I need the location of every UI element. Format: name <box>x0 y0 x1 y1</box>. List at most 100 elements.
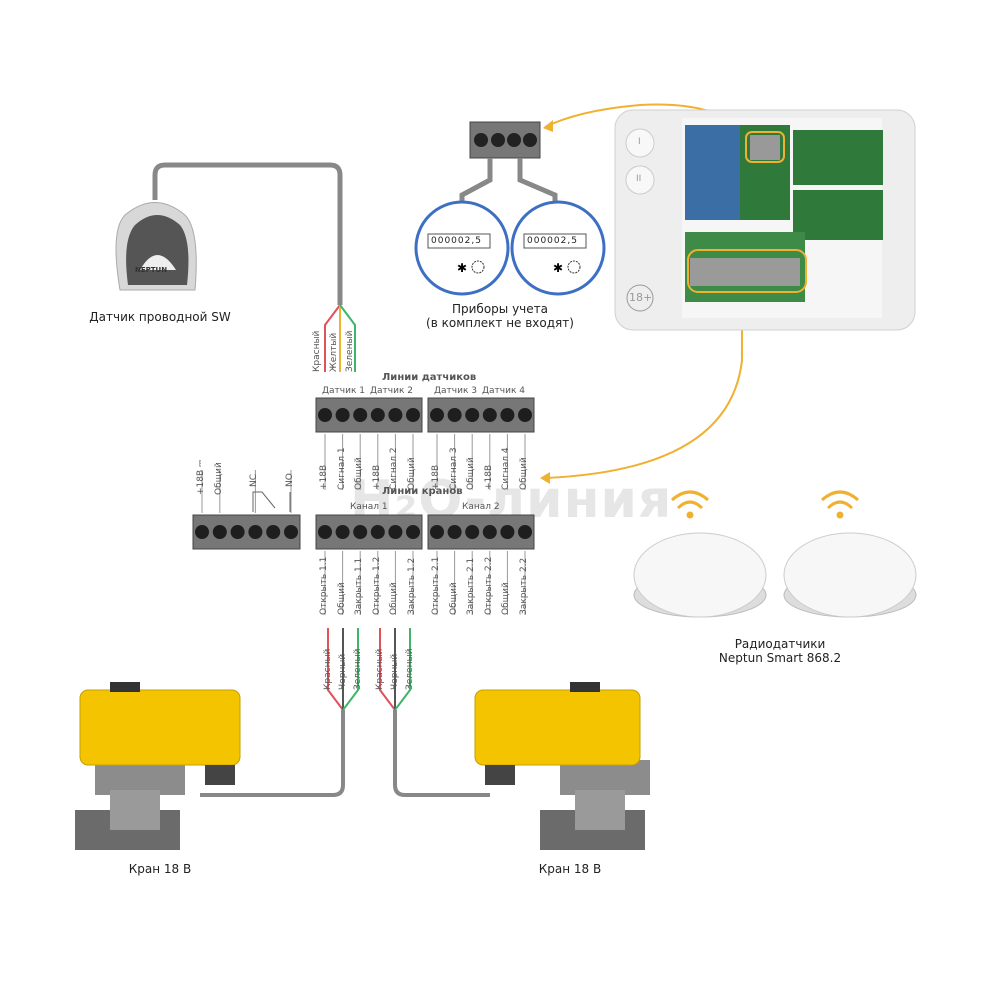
valve-2 <box>474 682 650 850</box>
meter-reading: 000002,5 <box>431 236 482 246</box>
terminal-screw <box>518 525 532 539</box>
meters-label-line2: (в комплект не входят) <box>426 316 574 330</box>
terminal-screw <box>482 408 497 422</box>
wifi-icon <box>821 490 859 519</box>
valve-wire-label: Зеленый <box>353 648 363 690</box>
sensor-group-label: Датчик 1 <box>322 386 365 396</box>
valve-terminal-label: Закрыть 1.1 <box>354 557 365 615</box>
valve-wire-label: Красный <box>375 648 385 690</box>
terminal-screw <box>284 525 298 539</box>
valve-terminal-label: Общий <box>336 582 347 615</box>
terminal-screw <box>465 525 480 539</box>
valve-2-label: Кран 18 В <box>538 862 602 876</box>
terminal-block <box>427 514 535 550</box>
valve-group-label: Канал 2 <box>462 502 500 512</box>
wire-label: Красный <box>312 330 322 372</box>
valve-terminal-label: Общий <box>389 582 400 615</box>
terminal-block <box>315 514 423 550</box>
valve-group-label: Канал 1 <box>350 502 388 512</box>
sensor-terminal-label: +18В <box>371 464 382 490</box>
sensor-group-label: Датчик 4 <box>482 386 525 396</box>
wire-label: Зеленый <box>345 330 355 372</box>
terminal-screw <box>318 408 332 422</box>
wired-sensor-device <box>115 202 197 291</box>
valve-terminal-label: Открыть 2.1 <box>431 556 441 615</box>
sensor-cable <box>152 162 343 305</box>
valve-cable-2 <box>393 710 490 797</box>
terminal-screw <box>195 525 209 539</box>
terminal-screw <box>388 525 403 539</box>
radio-sensors-label-line2: Neptun Smart 868.2 <box>718 651 842 665</box>
sensor-terminal-label: Общий <box>466 457 477 490</box>
valve-terminal-label: Общий <box>448 582 459 615</box>
terminal-screw <box>465 408 480 422</box>
relay-terminal-label: +18В ⎓ <box>196 459 206 495</box>
sensor-terminal-label: Общий <box>519 457 529 490</box>
controller-button-2[interactable]: II <box>636 174 642 184</box>
terminal-screw <box>447 525 462 539</box>
terminal-screw <box>335 408 350 422</box>
valve-terminal-label: Открыть 1.2 <box>371 556 382 615</box>
valve-1 <box>75 682 241 850</box>
svg-text:✱: ✱ <box>457 261 467 275</box>
terminal-screw <box>430 408 444 422</box>
svg-text:✱: ✱ <box>553 261 563 275</box>
sensor-terminal-label: +18В <box>319 464 329 490</box>
terminal-block <box>315 397 423 433</box>
sensor-group-label: Датчик 3 <box>434 386 477 396</box>
terminal-screw <box>388 408 403 422</box>
wire-label: Желтый <box>329 332 339 372</box>
valve-lines-title: Линии кранов <box>382 486 463 497</box>
terminal-screw <box>406 408 420 422</box>
sensor-terminal-label: Сигнал 1 <box>336 447 347 490</box>
terminal-screw <box>482 525 497 539</box>
valve-terminal-label: Закрыть 1.2 <box>407 557 417 615</box>
relay-terminal-label: Общий <box>213 462 224 495</box>
valve-1-label: Кран 18 В <box>128 862 192 876</box>
terminal-screw <box>500 525 515 539</box>
age-badge: 18+ <box>629 291 653 304</box>
sensor-terminal-label: +18В <box>483 464 494 490</box>
radio-sensors-label: Радиодатчики Neptun Smart 868.2 <box>690 637 870 665</box>
relay-terminal-label: NC <box>249 473 260 487</box>
valve-wire-label: Черный <box>390 653 400 690</box>
sensor-sw-label: Датчик проводной SW <box>89 310 231 324</box>
terminal-screw <box>370 408 385 422</box>
meters-label-line1: Приборы учета <box>451 302 548 316</box>
terminal-screw <box>518 408 532 422</box>
sensor-terminal-label: Общий <box>407 457 417 490</box>
terminal-screw <box>370 525 385 539</box>
valve-wire-label: Зеленый <box>405 648 415 690</box>
terminal-screw <box>335 525 350 539</box>
terminal-screw <box>406 525 420 539</box>
valve-terminal-label: Закрыть 2.2 <box>519 557 529 615</box>
sensor-terminal-label: Сигнал 3 <box>448 447 459 490</box>
sensor-terminal-label: Сигнал 2 <box>389 447 400 490</box>
sensor-group-label: Датчик 2 <box>370 386 413 396</box>
meters-label: Приборы учета (в комплект не входят) <box>400 302 600 330</box>
terminal-screw <box>353 525 368 539</box>
valve-terminal-blocks <box>315 514 535 615</box>
relay-terminal-label: NO <box>285 473 295 487</box>
radio-sensors-label-line1: Радиодатчики <box>734 637 826 651</box>
valve-cable-1 <box>200 710 345 797</box>
terminal-screw <box>353 408 368 422</box>
wire-red <box>324 304 341 372</box>
sensor-brand: NEPTUN <box>135 266 168 274</box>
controller-device <box>614 109 916 331</box>
terminal-screw <box>500 408 515 422</box>
valve-terminal-label: Закрыть 2.1 <box>466 557 477 615</box>
valve-terminal-label: Открыть 2.2 <box>483 556 494 615</box>
terminal-screw <box>447 408 462 422</box>
controller-button-1[interactable]: I <box>638 137 641 147</box>
sensor-terminal-label: Сигнал 4 <box>501 447 512 490</box>
relay-terminal-block <box>192 470 301 550</box>
terminal-screw <box>230 525 245 539</box>
radio-sensor-1 <box>633 532 767 618</box>
arrow-to-terminals <box>544 295 743 479</box>
meter-terminal-block <box>469 121 541 159</box>
valve-terminal-label: Общий <box>501 582 512 615</box>
terminal-screw <box>212 525 227 539</box>
terminal-screw <box>266 525 281 539</box>
